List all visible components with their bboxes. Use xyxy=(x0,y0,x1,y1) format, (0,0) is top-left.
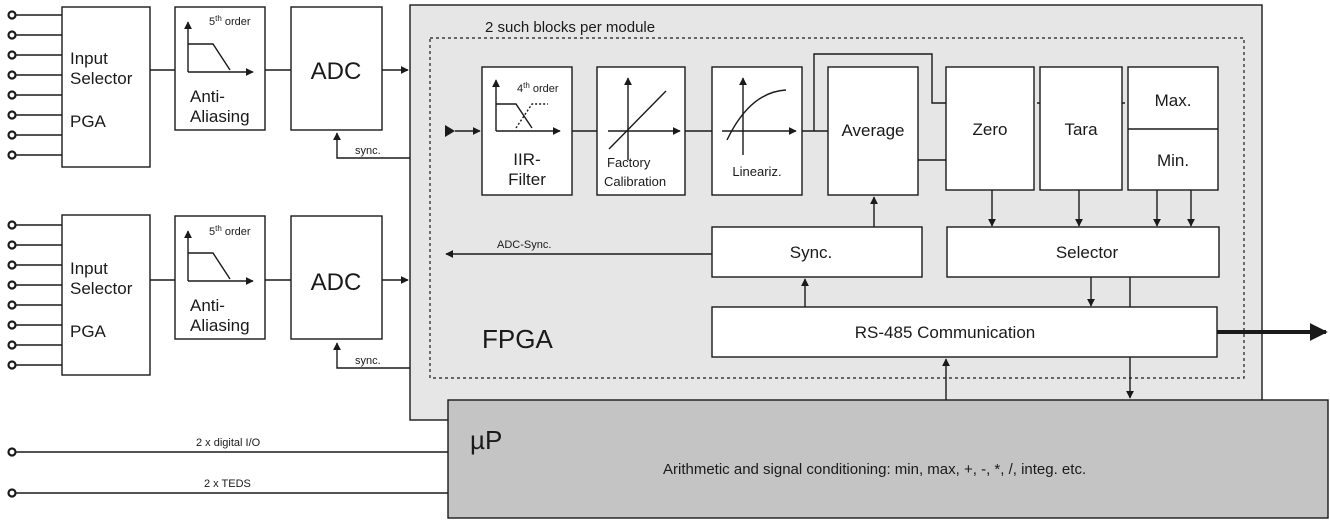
channel-top: Input Selector PGA 5th order Anti- Alias… xyxy=(7,6,410,168)
aliasing-label-top: Aliasing xyxy=(190,107,250,126)
selector-label: Selector xyxy=(1056,243,1119,262)
tara-label: Tara xyxy=(1064,120,1098,139)
teds-label: 2 x TEDS xyxy=(204,478,251,490)
sync-box xyxy=(711,226,923,278)
factory-label: Factory xyxy=(607,155,651,170)
blocks-note: 2 such blocks per module xyxy=(485,19,655,36)
iir-filter-icon xyxy=(492,79,561,135)
sync-label-bottom: sync. xyxy=(355,355,381,367)
input-selector-box-top xyxy=(61,6,151,168)
module-block-dashed xyxy=(429,37,1245,379)
sync-label-top: sync. xyxy=(355,145,381,157)
up-description: Arithmetic and signal conditioning: min,… xyxy=(663,461,1086,478)
adc-box-bottom xyxy=(290,215,383,340)
channel-bottom: Input Selector PGA 5th order Anti- Alias… xyxy=(7,214,410,376)
filter-order-bottom: 5th order xyxy=(209,224,251,238)
adc-sync-label: ADC-Sync. xyxy=(497,239,551,251)
adc-label-bottom: ADC xyxy=(311,269,362,296)
adc-label-top: ADC xyxy=(311,58,362,85)
zero-box xyxy=(945,66,1035,191)
rs485-box xyxy=(711,306,1218,358)
fpga-label: FPGA xyxy=(482,324,553,354)
calibration-label: Calibration xyxy=(604,174,666,189)
lowpass-icon-bottom xyxy=(184,230,254,285)
tara-box xyxy=(1039,66,1123,191)
up-label: µP xyxy=(470,425,502,455)
anti-label-top: Anti- xyxy=(190,87,225,106)
input-label-top: Input xyxy=(70,49,108,68)
rs485-label: RS-485 Communication xyxy=(855,323,1035,342)
io-lines: 2 x digital I/O 2 x TEDS xyxy=(7,437,448,498)
iir-label-2: Filter xyxy=(508,170,546,189)
linearization-icon xyxy=(722,77,797,155)
iir-order: 4th order xyxy=(517,81,559,95)
digital-io-label: 2 x digital I/O xyxy=(196,437,261,449)
max-label: Max. xyxy=(1155,91,1192,110)
average-label: Average xyxy=(841,121,904,140)
selector-label-top: Selector xyxy=(70,69,133,88)
fpga-chain: 4th order IIR- Filter Factory Calibratio… xyxy=(445,53,1328,400)
pga-label-bottom: PGA xyxy=(70,322,107,341)
input-terminals-top xyxy=(7,10,62,160)
zero-label: Zero xyxy=(973,120,1008,139)
input-label-bottom: Input xyxy=(70,259,108,278)
input-terminals-bottom xyxy=(7,220,62,370)
filter-order-top: 5th order xyxy=(209,14,251,28)
iir-label-1: IIR- xyxy=(513,150,540,169)
lineariz-label: Lineariz. xyxy=(732,164,781,179)
adc-box-top xyxy=(290,6,383,131)
up-region xyxy=(447,399,1329,519)
input-selector-box-bottom xyxy=(61,214,151,376)
lowpass-icon-top xyxy=(184,21,254,76)
selector-box xyxy=(946,226,1220,278)
pga-label-top: PGA xyxy=(70,112,107,131)
min-label: Min. xyxy=(1157,151,1189,170)
calibration-icon xyxy=(608,77,681,160)
sync-block-label: Sync. xyxy=(790,243,833,262)
selector-label-bottom: Selector xyxy=(70,279,133,298)
aliasing-label-bottom: Aliasing xyxy=(190,316,250,335)
anti-label-bottom: Anti- xyxy=(190,296,225,315)
average-box xyxy=(827,66,919,196)
